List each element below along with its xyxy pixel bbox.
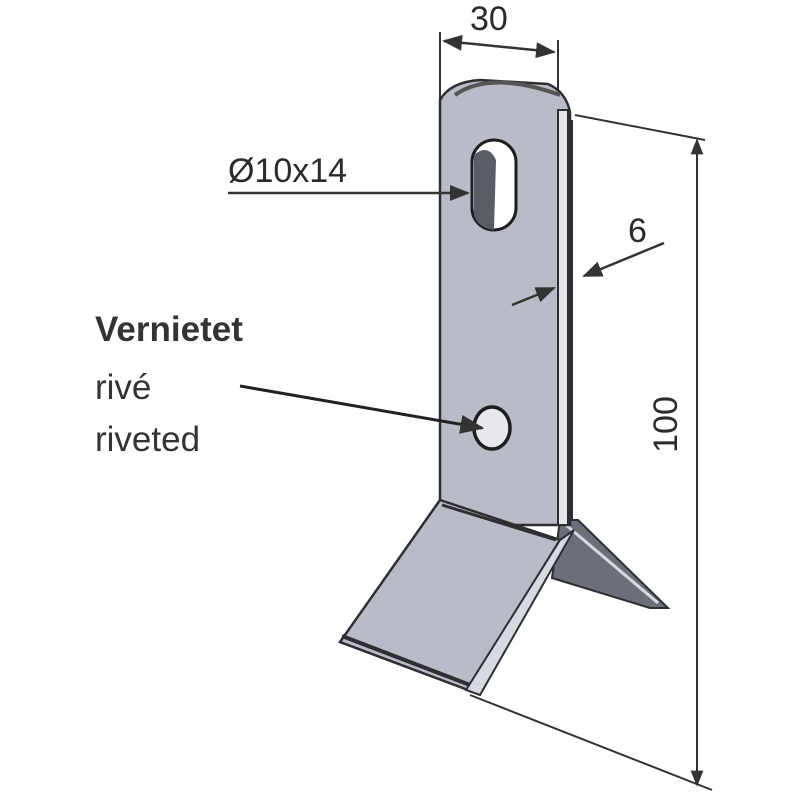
rivet-leader <box>239 384 485 434</box>
width-label: 30 <box>470 0 508 38</box>
slot-label: Ø10x14 <box>228 152 348 190</box>
rivet-note-de: Vernietet <box>95 310 243 349</box>
height-label: 100 <box>646 396 685 453</box>
blade-shank <box>438 78 573 527</box>
rivet-note-en: riveted <box>95 420 201 459</box>
thickness-dimension <box>511 241 665 307</box>
rivet-note-fr: rivé <box>95 368 152 407</box>
thickness-label: 6 <box>628 212 647 250</box>
height-dimension <box>469 114 713 791</box>
blade-fin <box>550 519 671 609</box>
blade-bend <box>338 498 575 697</box>
